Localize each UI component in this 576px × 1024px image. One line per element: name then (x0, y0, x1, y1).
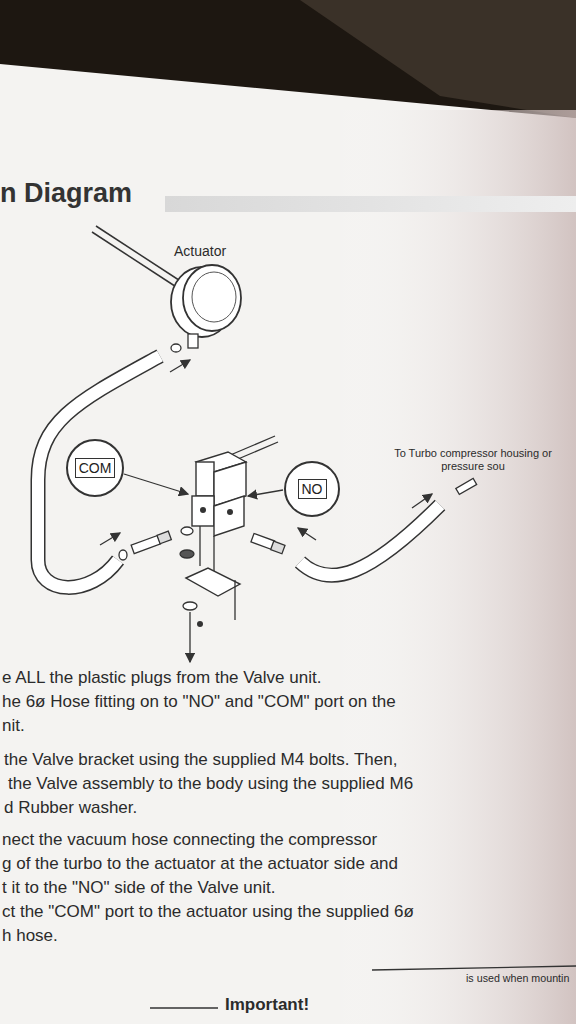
instruction-text: he 6ø Hose fitting on to "NO" and "COM" … (2, 692, 396, 712)
instruction-text: g of the turbo to the actuator at the ac… (2, 854, 398, 874)
warning-heading: Important! (225, 995, 309, 1015)
title: n Diagram (0, 178, 132, 209)
background (0, 0, 576, 118)
hose (38, 356, 160, 587)
header-bar (165, 196, 576, 212)
part-label: Actuator (174, 243, 226, 259)
background (300, 0, 576, 118)
instruction-text: the Valve assembly to the body using the… (8, 774, 413, 794)
instruction-text: ct the "COM" port to the actuator using … (2, 902, 414, 922)
instruction-text: t it to the "NO" side of the Valve unit. (2, 878, 276, 898)
instruction-text: is used when mountin (466, 972, 569, 984)
instruction-text: nect the vacuum hose connecting the comp… (2, 830, 377, 850)
instruction-text: the Valve bracket using the supplied M4 … (4, 750, 397, 770)
bracket (186, 568, 240, 596)
callout-label: NO (298, 479, 327, 499)
callout-circle: NO (284, 461, 340, 517)
part-label: To Turbo compressor housing or pressure … (392, 447, 554, 473)
hose (300, 505, 440, 575)
instruction-text: h hose. (2, 926, 58, 946)
instruction-text: nit. (2, 716, 25, 736)
instruction-text: e ALL the plastic plugs from the Valve u… (2, 668, 321, 688)
callout-circle: COM (66, 439, 125, 498)
instruction-text: d Rubber washer. (4, 798, 137, 818)
callout-label: COM (75, 458, 116, 478)
